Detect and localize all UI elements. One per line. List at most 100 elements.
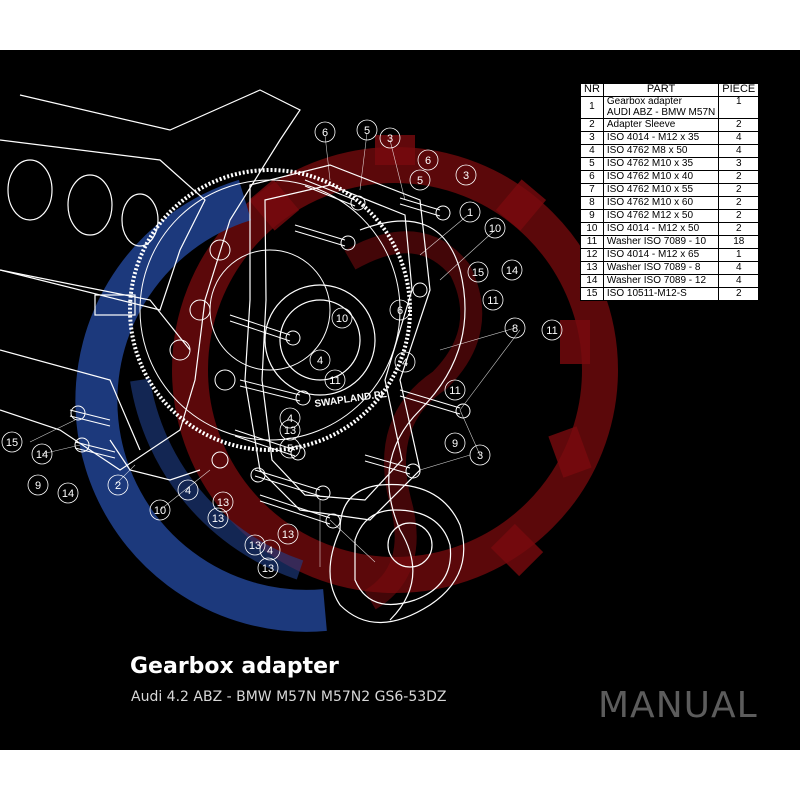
- callout-circle: [444, 379, 466, 401]
- col-nr: NR: [580, 83, 604, 97]
- callout-number: 9: [35, 480, 41, 492]
- callout-circle: [149, 499, 171, 521]
- row-piece: 4: [718, 131, 760, 145]
- row-nr: 8: [580, 196, 604, 210]
- row-part: Washer ISO 7089 - 10: [602, 235, 720, 249]
- row-nr: 4: [580, 144, 604, 158]
- callout-number: 4: [317, 355, 323, 367]
- callout-circle: [277, 523, 299, 545]
- callout-number: 13: [262, 563, 274, 575]
- callout-circle: [27, 474, 49, 496]
- callout-circle: [314, 121, 336, 143]
- callout-number: 4: [185, 485, 191, 497]
- callout-number: 13: [284, 425, 296, 437]
- callout-number: 15: [472, 267, 484, 279]
- callout-number: 14: [36, 449, 48, 461]
- callout-number: 5: [364, 125, 370, 137]
- bolts: [69, 179, 471, 529]
- row-nr: 10: [580, 222, 604, 236]
- exploded-assembly-drawing: SWAPLAND.PL 6536531101514118111011411936…: [0, 89, 618, 632]
- callout-number: 4: [402, 357, 408, 369]
- row-piece: 2: [718, 287, 760, 301]
- callout-number: 5: [417, 175, 423, 187]
- part-line2: AUDI ABZ - BMW M57N: [606, 106, 716, 118]
- row-piece: 2: [718, 222, 760, 236]
- callout-number: 13: [217, 497, 229, 509]
- row-part: ISO 10511-M12-S: [602, 287, 720, 301]
- callout-number: 11: [546, 325, 557, 337]
- callout-number: 3: [387, 133, 393, 145]
- callout-circle: [107, 474, 129, 496]
- callout-number: 13: [249, 540, 261, 552]
- row-nr: 12: [580, 248, 604, 262]
- callout-circle: [244, 534, 266, 556]
- callout-circle: [379, 127, 401, 149]
- callout-number: 13: [282, 529, 294, 541]
- table-header-row: NR PART PIECE: [580, 83, 760, 97]
- row-piece: 4: [718, 144, 760, 158]
- callout-circle: [331, 307, 353, 329]
- row-piece: 4: [718, 274, 760, 288]
- callout-circle: [257, 557, 279, 579]
- row-piece: 2: [718, 170, 760, 184]
- callout-circle: [389, 299, 411, 321]
- callout-circle: [1, 431, 23, 453]
- row-piece: 2: [718, 183, 760, 197]
- callout-number: 11: [329, 375, 340, 387]
- row-nr: 3: [580, 131, 604, 145]
- callout-circle: [324, 369, 346, 391]
- row-part: ISO 4014 - M12 x 50: [602, 222, 720, 236]
- callout-number: 3: [477, 450, 483, 462]
- row-nr: 14: [580, 274, 604, 288]
- callout-circle: [444, 432, 466, 454]
- callout-number: 1: [467, 207, 473, 219]
- row-piece: 2: [718, 209, 760, 223]
- gear-teeth: [248, 135, 592, 577]
- callout-circle: [259, 539, 281, 561]
- row-nr: 9: [580, 209, 604, 223]
- callout-circle: [455, 164, 477, 186]
- callout-circle: [279, 407, 301, 429]
- watermark-text: SWAPLAND.PL: [314, 389, 388, 410]
- callout-circle: [469, 444, 491, 466]
- callout-number: 10: [489, 223, 501, 235]
- leader-lines: [29, 132, 521, 567]
- row-part: ISO 4762 M12 x 50: [602, 209, 720, 223]
- col-part: PART: [602, 83, 720, 97]
- page-subtitle: Audi 4.2 ABZ - BMW M57N M57N2 GS6-53DZ: [131, 689, 447, 705]
- callout-circle: [356, 119, 378, 141]
- row-piece: 2: [718, 118, 760, 132]
- row-part: ISO 4762 M10 x 40: [602, 170, 720, 184]
- row-nr: 1: [580, 96, 604, 119]
- callout-circle: [394, 351, 416, 373]
- callout-circle: [417, 149, 439, 171]
- row-nr: 13: [580, 261, 604, 275]
- row-part: ISO 4014 - M12 x 35: [602, 131, 720, 145]
- callout-number: 4: [287, 413, 293, 425]
- row-part: Adapter Sleeve: [602, 118, 720, 132]
- callout-circle: [484, 217, 506, 239]
- adapter-plate: [244, 164, 431, 521]
- background-logo: [75, 135, 618, 632]
- callout-number: 10: [154, 505, 166, 517]
- row-nr: 7: [580, 183, 604, 197]
- row-nr: 2: [580, 118, 604, 132]
- row-part: ISO 4762 M10 x 60: [602, 196, 720, 210]
- row-part: ISO 4762 M8 x 50: [602, 144, 720, 158]
- callout-number: 14: [62, 488, 74, 500]
- callout-circle: [459, 201, 481, 223]
- callout-circle: [177, 479, 199, 501]
- callout-number: 6: [397, 305, 403, 317]
- callout-number: 10: [336, 313, 348, 325]
